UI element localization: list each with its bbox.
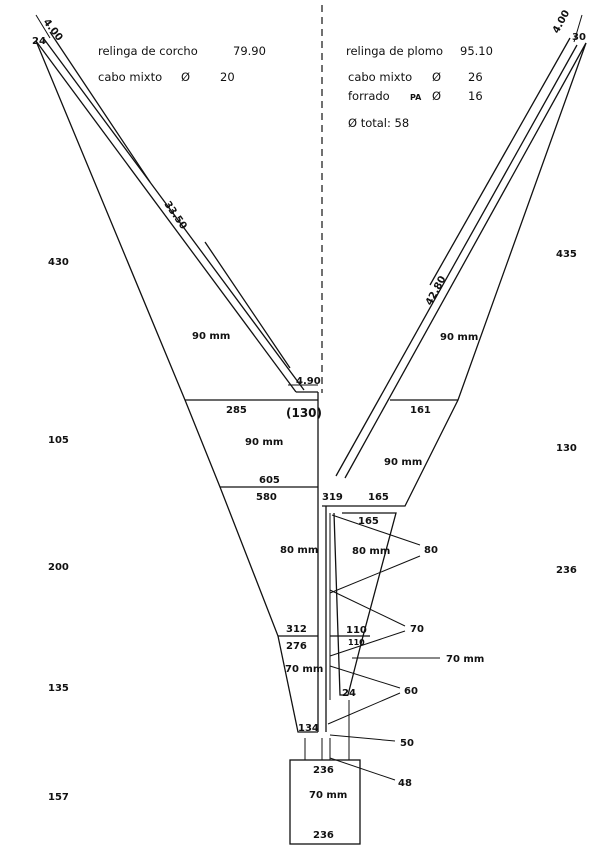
left-dim-580: 580 (256, 492, 277, 503)
right-dim-165b: 165 (358, 516, 379, 527)
header-right-line3-symbol: Ø (432, 89, 441, 103)
left-dim-605: 605 (259, 475, 280, 486)
left-dim-130: (130) (286, 406, 322, 420)
codend-dim-top: 236 (313, 765, 334, 776)
mesh-codend: 70 mm (309, 790, 347, 801)
header-left-line1-value: 79.90 (233, 44, 266, 58)
callout-48: 48 (398, 778, 412, 789)
rope-label-right-top: 4.00 (551, 8, 572, 35)
right-dim-319: 319 (322, 492, 343, 503)
right-lower-panel (333, 512, 397, 696)
header-right-line2-label: cabo mixto (348, 70, 412, 84)
right-height-1: 435 (556, 249, 577, 260)
mesh-left-lower: 70 mm (285, 664, 323, 675)
header-left-line2-symbol: Ø (181, 70, 190, 84)
left-dim-285: 285 (226, 405, 247, 416)
left-rope-tail (35, 14, 51, 39)
mesh-right-square: 90 mm (384, 457, 422, 468)
mesh-left-wing: 90 mm (192, 331, 230, 342)
left-rope-double-b (204, 241, 291, 369)
mesh-right-belly: 80 mm (352, 546, 390, 557)
mesh-left-belly: 80 mm (280, 545, 318, 556)
header-right-line2-symbol: Ø (432, 70, 441, 84)
codend-dim-bottom: 236 (313, 830, 334, 841)
callout-70mm: 70 mm (446, 654, 484, 665)
left-headrope (35, 40, 297, 393)
right-height-3: 236 (556, 565, 577, 576)
right-dim-161: 161 (410, 405, 431, 416)
left-height-1: 430 (48, 257, 69, 268)
header-right-line2-value: 26 (468, 70, 483, 84)
right-dim-110a: 110 (346, 625, 367, 636)
header-right-line1-value: 95.10 (460, 44, 493, 58)
right-dim-110b: 110 (348, 638, 365, 647)
right-dim-165a: 165 (368, 492, 389, 503)
left-height-5: 157 (48, 792, 69, 803)
left-wing (35, 14, 319, 733)
rope-label-right-mid: 42.80 (424, 274, 449, 307)
right-rope-double-a (429, 37, 571, 286)
left-rope-double-a (49, 31, 151, 183)
callout-leaders (327, 514, 440, 781)
left-dim-276: 276 (286, 641, 307, 652)
header-right-line3-sub: PA (410, 93, 422, 102)
header-left-line1-label: relinga de corcho (98, 44, 198, 58)
codend-box (289, 759, 361, 845)
right-height-2: 130 (556, 443, 577, 454)
left-dim-312: 312 (286, 624, 307, 635)
callout-70: 70 (410, 624, 424, 635)
left-headrope-inner (43, 38, 305, 391)
right-wing (322, 14, 587, 732)
right-dim-24: 24 (342, 688, 356, 699)
right-headrope-inner (344, 42, 587, 479)
left-wing-outline (35, 40, 318, 733)
header-left-line2-label: cabo mixto (98, 70, 162, 84)
header-right-line1-label: relinga de plomo (346, 44, 443, 58)
rope-label-left-bottom: 4.90 (296, 376, 321, 387)
right-rope-tail (573, 14, 583, 43)
header-right-line4-label: Ø total: 58 (348, 116, 409, 130)
wing-top-left-corner: 24 (32, 36, 46, 47)
left-height-3: 200 (48, 562, 69, 573)
left-height-2: 105 (48, 435, 69, 446)
callout-60: 60 (404, 686, 418, 697)
mesh-left-square: 90 mm (245, 437, 283, 448)
header-right-line3-value: 16 (468, 89, 483, 103)
mesh-right-wing: 90 mm (440, 332, 478, 343)
header-left-line2-value: 20 (220, 70, 235, 84)
right-headrope (335, 44, 578, 477)
callout-80: 80 (424, 545, 438, 556)
left-dim-134: 134 (298, 723, 319, 734)
right-wing-outline (362, 42, 587, 507)
left-height-4: 135 (48, 683, 69, 694)
callout-50: 50 (400, 738, 414, 749)
header-right-line3-label: forrado (348, 89, 390, 103)
wing-top-right-corner: 30 (572, 32, 586, 43)
